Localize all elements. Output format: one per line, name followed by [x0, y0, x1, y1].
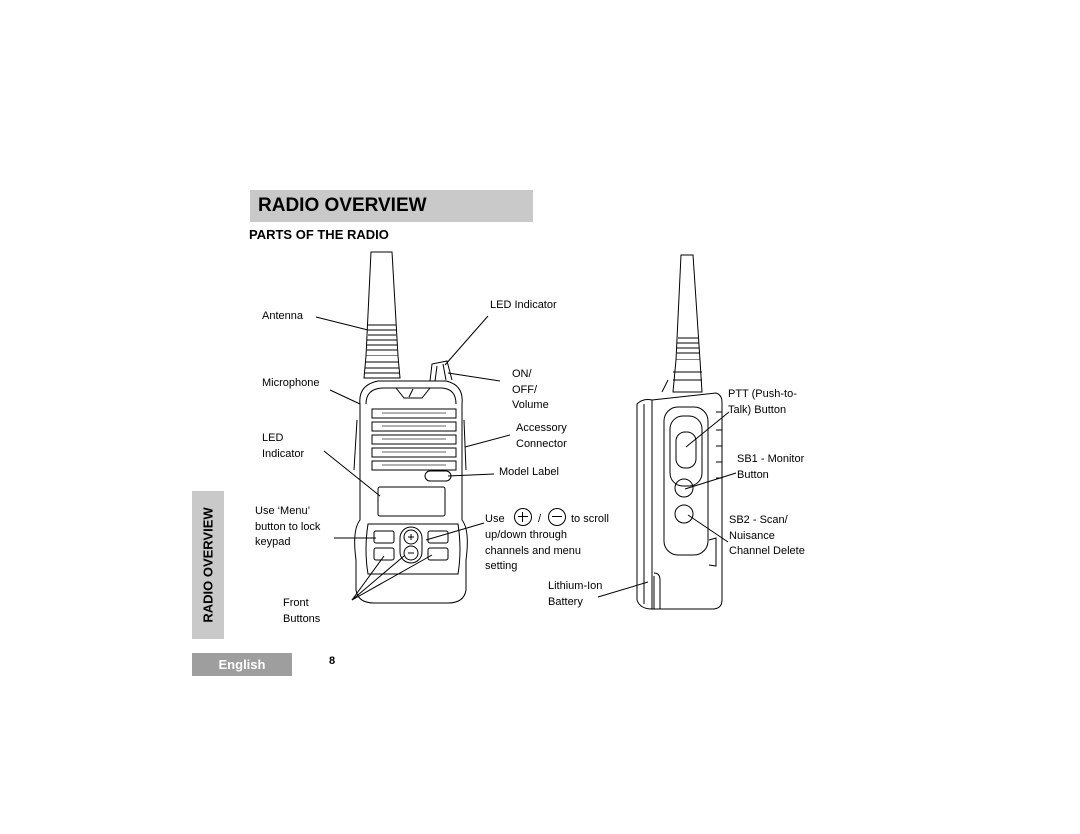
label-line: channels and menu [485, 544, 582, 557]
label-line: button to lock [255, 520, 321, 533]
label-led-indicator-top: LED Indicator [490, 299, 557, 311]
label-battery: Lithium-Ion Battery [548, 579, 602, 610]
label-line: up/down through [485, 529, 567, 541]
label-line: LED [262, 432, 284, 444]
label-line: Battery [548, 595, 583, 608]
label-line: SB2 - Scan/ [729, 514, 788, 526]
label-line: Channel Delete [729, 545, 805, 557]
label-line: Nuisance [729, 529, 775, 542]
label-model-label: Model Label [499, 466, 559, 478]
label-on-off-volume: ON/ OFF/ Volume [512, 367, 549, 414]
page-number: 8 [329, 655, 336, 667]
section-title-bar: RADIO OVERVIEW [250, 190, 533, 222]
language-label: English [218, 657, 266, 672]
minus-circle-icon [548, 508, 566, 526]
label-line: setting [485, 560, 518, 572]
label-antenna: Antenna [262, 310, 303, 322]
label-accessory-connector: Accessory Connector [516, 421, 567, 452]
label-line: keypad [255, 536, 291, 548]
label-front-buttons: Front Buttons [283, 596, 320, 627]
label-sb2-scan: SB2 - Scan/ Nuisance Channel Delete [729, 513, 805, 560]
label-line: Use ‘Menu’ [255, 505, 311, 517]
label-line: Lithium-Ion [548, 580, 603, 592]
label-microphone: Microphone [262, 377, 320, 389]
label-menu-lock: Use ‘Menu’ button to lock keypad [255, 504, 320, 551]
label-line: Talk) Button [728, 403, 787, 416]
label-line: Button [737, 468, 769, 481]
label-scroll-rest: up/down through channels and menu settin… [485, 528, 581, 575]
label-line: ON/ [512, 368, 532, 380]
leader-lines [315, 315, 737, 601]
label-led-indicator-left: LED Indicator [262, 431, 304, 462]
label-ptt-button: PTT (Push-to- Talk) Button [728, 387, 797, 418]
label-scroll-slash: / [538, 513, 542, 525]
label-line: SB1 - Monitor [737, 453, 805, 465]
label-line: Indicator [262, 447, 305, 460]
language-tab: English [192, 653, 292, 676]
page-title: RADIO OVERVIEW [258, 195, 427, 216]
label-sb1-monitor: SB1 - Monitor Button [737, 452, 804, 483]
label-scroll-use: Use [485, 513, 505, 525]
label-line: Accessory [516, 422, 567, 434]
side-section-tab: RADIO OVERVIEW [192, 491, 224, 639]
label-line: OFF/ [512, 383, 538, 396]
label-line: PTT (Push-to- [728, 388, 797, 400]
page-subtitle: PARTS OF THE RADIO [249, 227, 389, 242]
label-scroll-to: to scroll [571, 513, 609, 525]
label-line: Volume [512, 399, 549, 411]
plus-circle-icon [514, 508, 532, 526]
label-line: Front [283, 597, 309, 609]
side-radio-illustration [636, 254, 723, 610]
label-line: Connector [516, 437, 567, 450]
label-line: Buttons [283, 612, 321, 625]
front-radio-illustration [353, 251, 468, 604]
